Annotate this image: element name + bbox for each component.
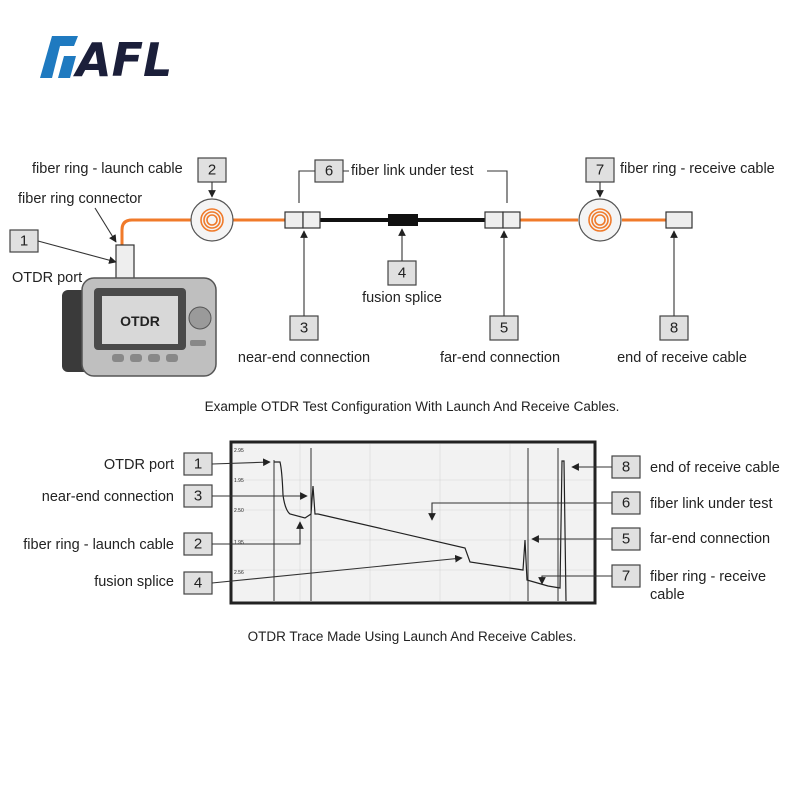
number-box-4	[387, 260, 417, 286]
config-caption: Example OTDR Test Configuration With Lau…	[205, 399, 620, 414]
bracket-6-left	[298, 170, 315, 203]
number-2: 2	[208, 162, 216, 179]
trace-label-fiber-ring-receive-cable: cable	[650, 587, 685, 603]
trace-label-fusion-splice: fusion splice	[94, 574, 174, 590]
far-end-connector	[484, 211, 521, 229]
bracket-6-right	[343, 170, 508, 203]
number-box-2	[197, 157, 227, 183]
trace-number-3: 3	[194, 488, 202, 505]
trace-label-fiber-ring-receive: fiber ring - receive	[650, 569, 766, 585]
trace-label-near-end-connection: near-end connection	[42, 489, 174, 505]
trace-number-1: 1	[194, 456, 202, 473]
fusion-splice-sleeve	[388, 214, 418, 226]
number-1: 1	[20, 233, 28, 250]
leader-1	[37, 240, 117, 264]
label-near-end-connection: near-end connection	[238, 350, 370, 366]
trace-number-8: 8	[622, 459, 630, 476]
receive-fiber-ring	[578, 198, 622, 242]
trace-screen-frame	[229, 440, 597, 605]
otdr-key	[130, 354, 142, 362]
trace-number-6: 6	[622, 495, 630, 512]
number-4: 4	[398, 265, 406, 282]
otdr-screen	[102, 296, 178, 344]
launch-fiber-ring	[190, 198, 234, 242]
number-box-3	[289, 315, 319, 341]
launch-fiber-lead	[120, 218, 192, 245]
trace-leader-6	[428, 502, 612, 521]
trace-number-7: 7	[622, 568, 630, 585]
otdr-key	[166, 354, 178, 362]
trace-number-5: 5	[622, 531, 630, 548]
otdr-trace-line	[274, 460, 567, 602]
leader-connector	[94, 207, 117, 243]
y-tick: 1.95	[234, 540, 244, 546]
number-8: 8	[670, 320, 678, 337]
config-diagram: OTDR 1 2 3 4 5 6 7 8	[9, 157, 775, 414]
trace-leader-7	[538, 575, 612, 585]
otdr-screen-label: OTDR	[120, 313, 160, 329]
number-box-5	[489, 315, 519, 341]
label-end-of-receive-cable: end of receive cable	[617, 350, 747, 366]
trace-label-fiber-link-under-test: fiber link under test	[650, 496, 773, 512]
trace-caption: OTDR Trace Made Using Launch And Receive…	[248, 629, 577, 644]
number-7: 7	[596, 162, 604, 179]
label-fiber-link-under-test: fiber link under test	[351, 163, 474, 179]
y-tick: 2.56	[234, 570, 244, 576]
trace-diagram: 2.95 1.95 2.50 1.95 2.56 1 3 2 4 8 6 5 7	[23, 440, 780, 644]
fiber-ring-connector-box	[115, 244, 135, 281]
afl-logo-text: AFL	[73, 33, 172, 87]
trace-number-4: 4	[194, 575, 202, 592]
trace-label-otdr-port: OTDR port	[104, 457, 174, 473]
number-box-7	[585, 157, 615, 183]
otdr-device: OTDR	[62, 244, 217, 377]
y-tick: 2.50	[234, 508, 244, 514]
number-box-8	[659, 315, 689, 341]
label-otdr-port: OTDR port	[12, 270, 82, 286]
trace-leader-2	[212, 521, 304, 545]
afl-logo: AFL	[40, 33, 172, 87]
label-fiber-ring-connector: fiber ring connector	[18, 191, 142, 207]
otdr-key	[190, 340, 206, 346]
number-6: 6	[325, 163, 333, 180]
label-fiber-ring-launch-cable: fiber ring - launch cable	[32, 161, 183, 177]
label-far-end-connection: far-end connection	[440, 350, 560, 366]
near-end-connector	[284, 211, 321, 229]
trace-leader-4	[211, 554, 463, 584]
trace-label-end-of-receive-cable: end of receive cable	[650, 460, 780, 476]
otdr-key	[112, 354, 124, 362]
y-tick: 2.95	[234, 448, 244, 454]
number-3: 3	[300, 320, 308, 337]
otdr-navpad	[188, 306, 212, 330]
number-5: 5	[500, 320, 508, 337]
y-tick: 1.95	[234, 478, 244, 484]
trace-label-far-end-connection: far-end connection	[650, 531, 770, 547]
trace-leader-1	[211, 458, 271, 467]
trace-number-2: 2	[194, 536, 202, 553]
label-fusion-splice: fusion splice	[362, 290, 442, 306]
label-fiber-ring-receive-cable: fiber ring - receive cable	[620, 161, 775, 177]
receive-cable-end	[665, 211, 693, 229]
trace-label-fiber-ring-launch-cable: fiber ring - launch cable	[23, 537, 174, 553]
otdr-key	[148, 354, 160, 362]
